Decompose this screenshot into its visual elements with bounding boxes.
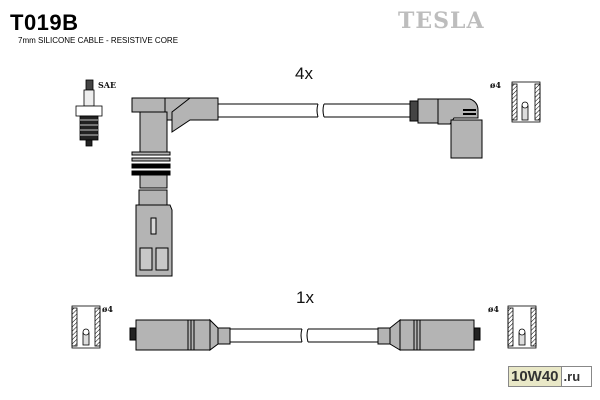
cable-description: 7mm SILICONE CABLE - RESISTIVE CORE xyxy=(18,36,179,45)
watermark-main: 10W40 xyxy=(509,367,561,386)
diameter-label-bottom-left: ø4 xyxy=(102,304,113,314)
spark-plug-label: SAE xyxy=(98,80,117,90)
terminal-bottom-right xyxy=(507,305,537,349)
diameter-label-bottom-right: ø4 xyxy=(488,304,499,314)
watermark: 10W40 .ru xyxy=(508,366,592,387)
plug-boot-top-left xyxy=(131,97,219,277)
diameter-label-top-right: ø4 xyxy=(490,80,501,90)
terminal-bottom-left xyxy=(71,305,101,349)
spark-plug-icon xyxy=(75,79,103,147)
connector-top-right xyxy=(409,98,483,159)
terminal-top-right xyxy=(511,81,541,123)
quantity-bottom: 1x xyxy=(296,288,314,307)
cable-top xyxy=(218,103,410,118)
quantity-top: 4x xyxy=(295,64,313,83)
part-code: T019B xyxy=(10,10,79,35)
cable-bottom xyxy=(129,318,481,351)
watermark-suffix: .ru xyxy=(560,367,583,386)
brand-logo: TESLA xyxy=(398,8,485,34)
